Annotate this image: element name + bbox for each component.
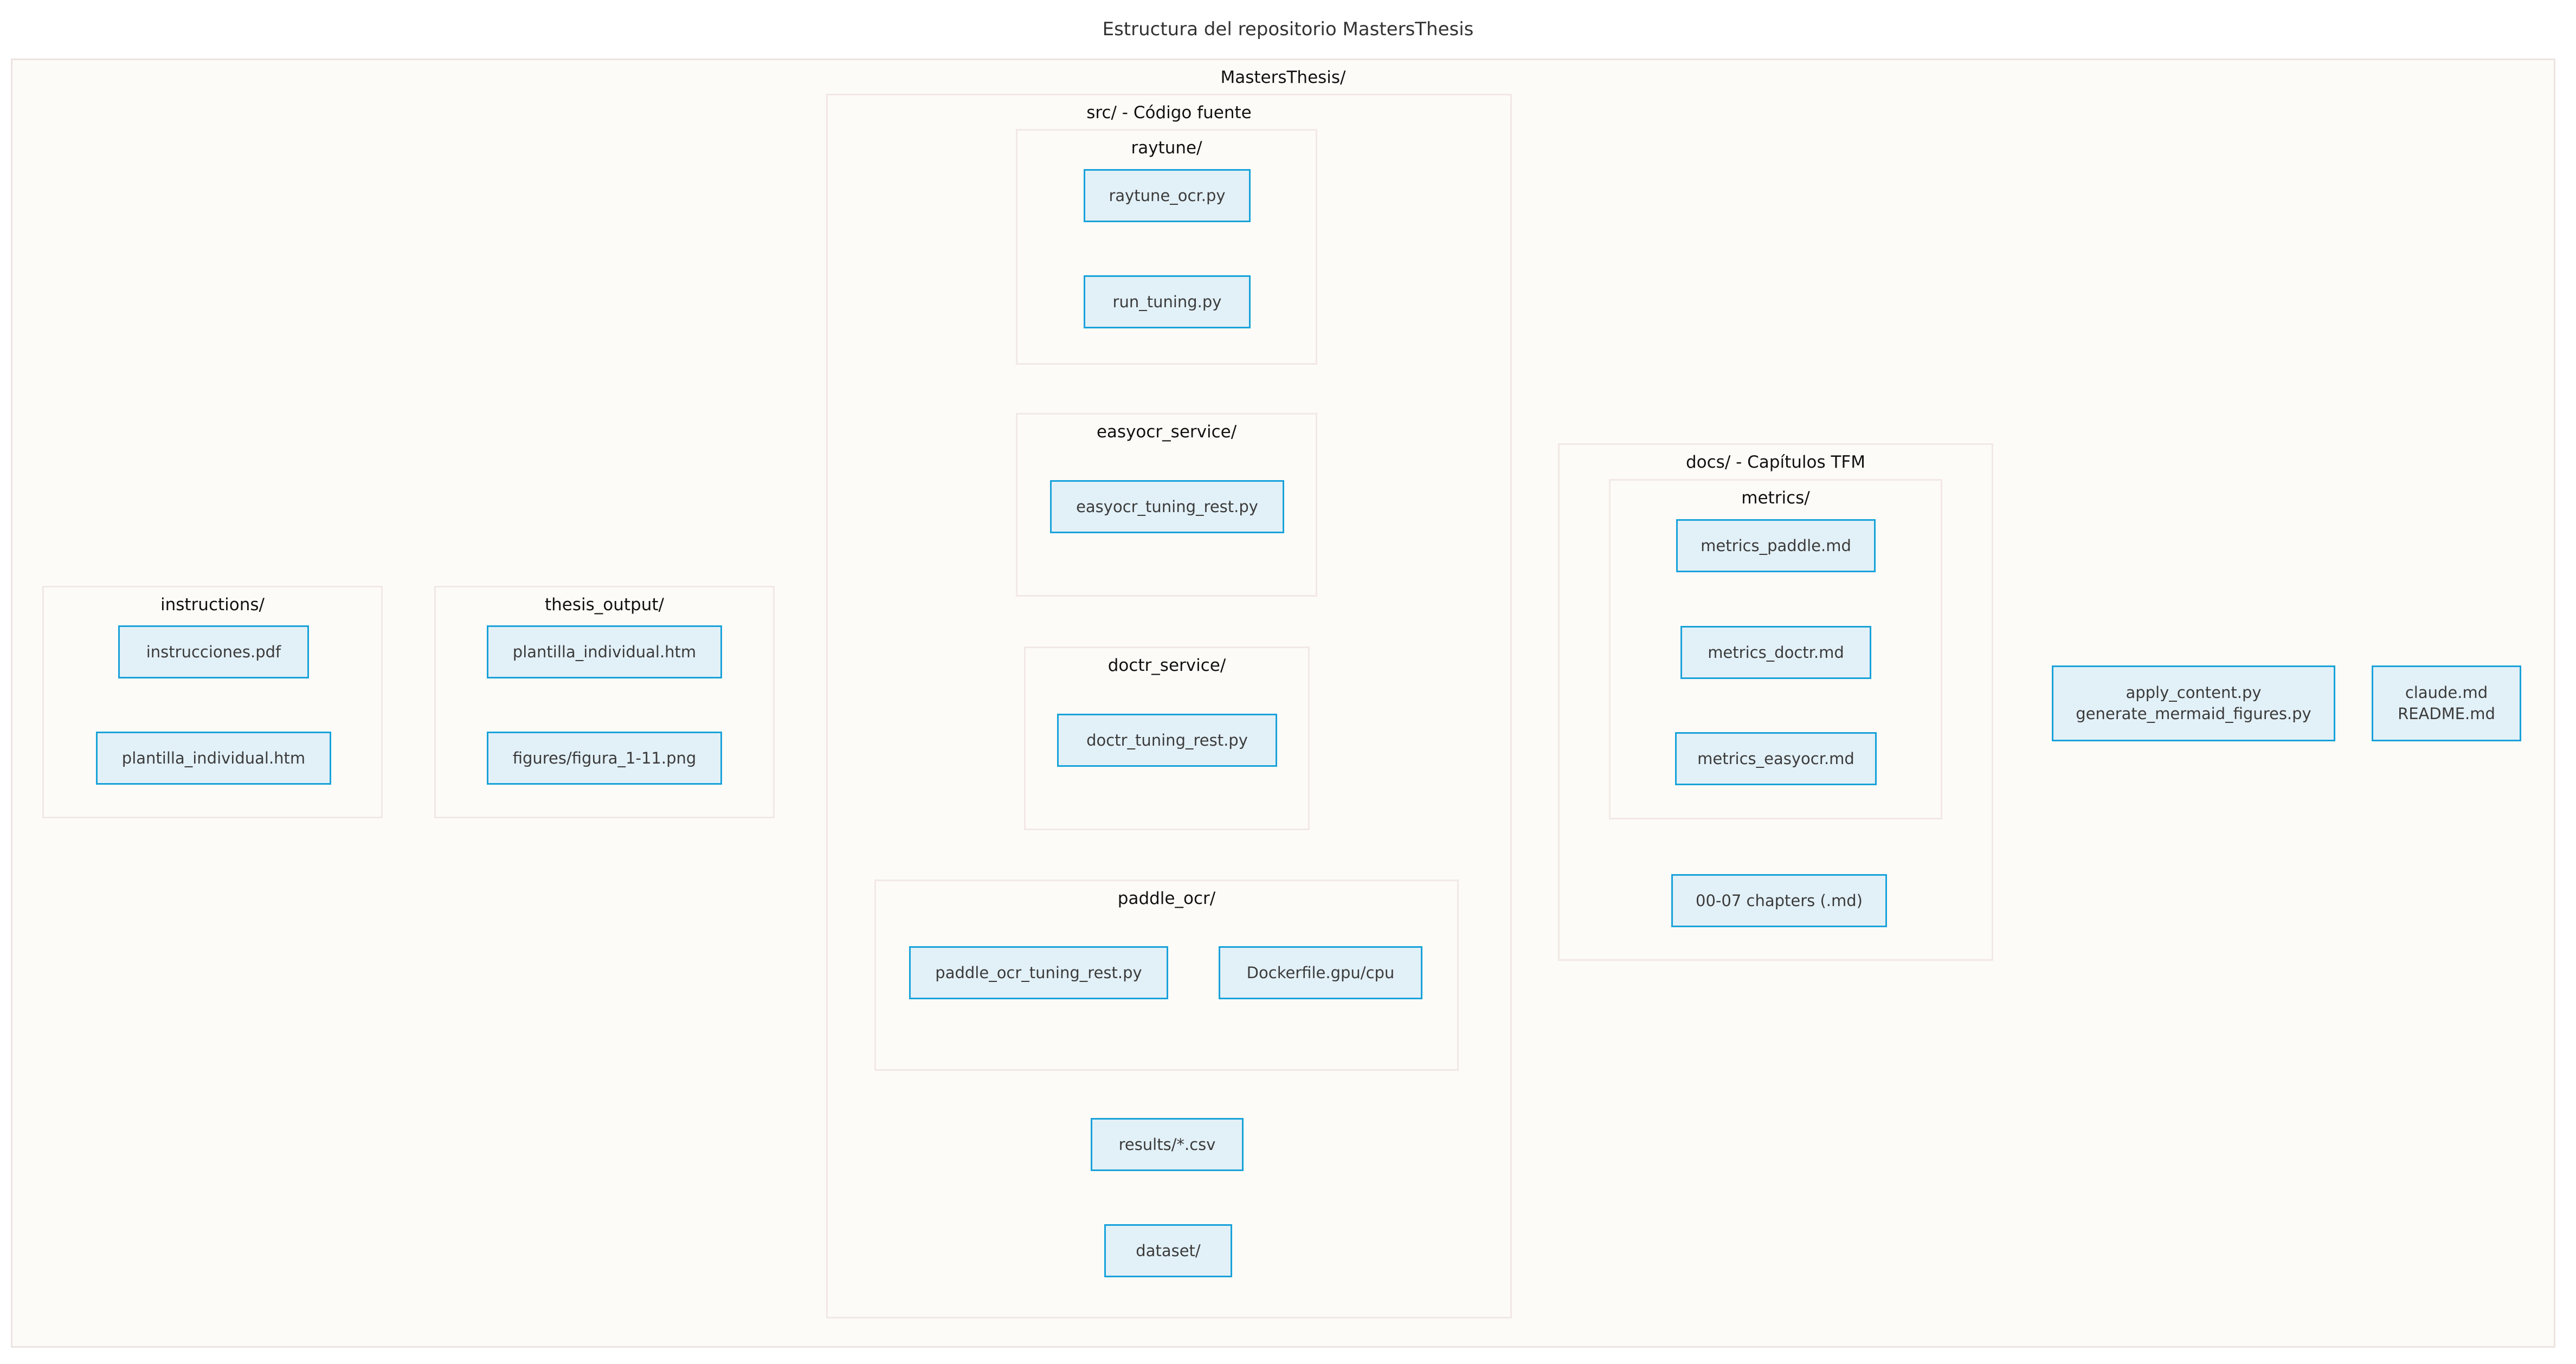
diagram-title: Estructura del repositorio MastersThesis bbox=[1102, 18, 1474, 40]
node-easyocr-tuning-rest-py[interactable]: easyocr_tuning_rest.py bbox=[1050, 480, 1284, 533]
node-label: easyocr_tuning_rest.py bbox=[1076, 497, 1258, 516]
node-apply-content-generate-mermaid[interactable]: apply_content.py generate_mermaid_figure… bbox=[2052, 665, 2335, 741]
node-label-line-1: claude.md bbox=[2405, 683, 2488, 702]
node-figures-figura-png[interactable]: figures/figura_1-11.png bbox=[487, 732, 722, 785]
cluster-label-src: src/ - Código fuente bbox=[1086, 103, 1252, 122]
node-label: metrics_easyocr.md bbox=[1697, 749, 1854, 768]
node-label: plantilla_individual.htm bbox=[512, 642, 697, 661]
cluster-raytune: raytune/ bbox=[1016, 129, 1317, 365]
node-label: paddle_ocr_tuning_rest.py bbox=[935, 963, 1142, 982]
cluster-label-instructions: instructions/ bbox=[160, 595, 265, 615]
node-paddle-ocr-tuning-rest-py[interactable]: paddle_ocr_tuning_rest.py bbox=[909, 946, 1168, 999]
node-metrics-easyocr-md[interactable]: metrics_easyocr.md bbox=[1675, 732, 1877, 785]
node-instructions-plantilla-individual-htm[interactable]: plantilla_individual.htm bbox=[96, 732, 331, 785]
node-label-line-2: README.md bbox=[2398, 704, 2495, 723]
node-label: run_tuning.py bbox=[1112, 292, 1222, 311]
node-label: metrics_doctr.md bbox=[1708, 643, 1844, 662]
node-label-line-1: apply_content.py bbox=[2126, 683, 2262, 702]
node-doctr-tuning-rest-py[interactable]: doctr_tuning_rest.py bbox=[1057, 714, 1277, 767]
node-dockerfile-gpu-cpu[interactable]: Dockerfile.gpu/cpu bbox=[1219, 946, 1422, 999]
node-dataset[interactable]: dataset/ bbox=[1104, 1224, 1232, 1277]
node-instrucciones-pdf[interactable]: instrucciones.pdf bbox=[118, 625, 309, 678]
cluster-label-raytune: raytune/ bbox=[1131, 138, 1202, 158]
cluster-label-masters-thesis: MastersThesis/ bbox=[1220, 68, 1346, 87]
node-label: doctr_tuning_rest.py bbox=[1086, 731, 1248, 749]
node-metrics-paddle-md[interactable]: metrics_paddle.md bbox=[1676, 519, 1876, 572]
node-label: 00-07 chapters (.md) bbox=[1696, 891, 1863, 910]
node-thesis-output-plantilla-individual-htm[interactable]: plantilla_individual.htm bbox=[487, 625, 722, 678]
node-claude-readme-md[interactable]: claude.md README.md bbox=[2372, 665, 2521, 741]
node-metrics-doctr-md[interactable]: metrics_doctr.md bbox=[1680, 626, 1871, 679]
node-label: Dockerfile.gpu/cpu bbox=[1246, 963, 1395, 982]
node-results-csv[interactable]: results/*.csv bbox=[1091, 1118, 1244, 1171]
cluster-label-easyocr-service: easyocr_service/ bbox=[1096, 422, 1237, 442]
cluster-label-paddle-ocr: paddle_ocr/ bbox=[1117, 889, 1216, 908]
node-run-tuning-py[interactable]: run_tuning.py bbox=[1084, 275, 1251, 328]
cluster-label-metrics: metrics/ bbox=[1741, 488, 1810, 508]
cluster-label-doctr-service: doctr_service/ bbox=[1107, 656, 1226, 675]
node-label: plantilla_individual.htm bbox=[121, 748, 306, 767]
node-label-line-2: generate_mermaid_figures.py bbox=[2076, 704, 2311, 723]
node-label: instrucciones.pdf bbox=[146, 642, 281, 661]
node-chapters-md[interactable]: 00-07 chapters (.md) bbox=[1671, 874, 1887, 927]
node-label: figures/figura_1-11.png bbox=[512, 748, 697, 767]
node-raytune-ocr-py[interactable]: raytune_ocr.py bbox=[1084, 169, 1251, 222]
node-label: metrics_paddle.md bbox=[1701, 536, 1851, 555]
node-label: results/*.csv bbox=[1118, 1135, 1216, 1154]
node-label: dataset/ bbox=[1136, 1241, 1201, 1260]
cluster-label-docs: docs/ - Capítulos TFM bbox=[1685, 452, 1865, 472]
cluster-label-thesis-output: thesis_output/ bbox=[545, 595, 664, 615]
node-label: raytune_ocr.py bbox=[1109, 186, 1226, 205]
